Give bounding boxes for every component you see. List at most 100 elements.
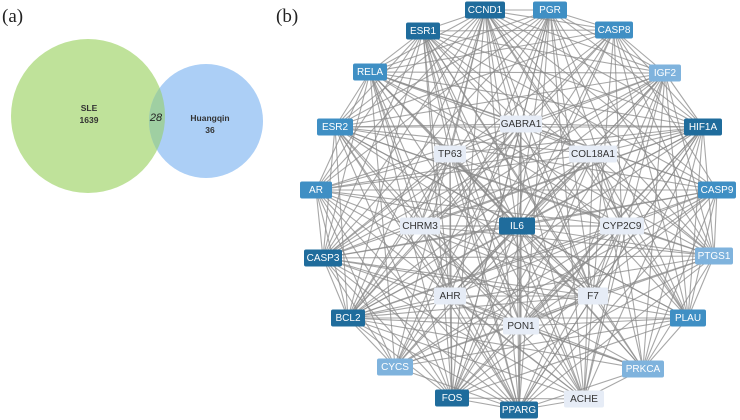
edge-ache-esr1 [422, 30, 585, 400]
node-box [503, 317, 539, 335]
node-label: PRKCA [626, 364, 661, 375]
node-box [578, 287, 608, 305]
edge-ccnd1-gabra1 [484, 9, 522, 125]
edge-igf2-tp63 [449, 72, 666, 155]
edge-ar-f7 [315, 189, 594, 297]
node-box [622, 360, 664, 378]
node-label: CYP2C9 [603, 221, 642, 232]
node-rela[interactable]: RELA [353, 63, 387, 81]
edge-ar-col18a1 [315, 153, 594, 191]
node-pparg[interactable]: PPARG [500, 401, 538, 419]
edge-esr2-chrm3 [334, 126, 421, 227]
node-igf2[interactable]: IGF2 [649, 64, 681, 82]
edge-pparg-ahr [449, 295, 520, 411]
node-box [595, 21, 633, 39]
node-pgr[interactable]: PGR [533, 1, 567, 19]
edge-cycs-rela [369, 71, 396, 368]
node-hif1a[interactable]: HIF1A [684, 118, 722, 136]
node-box [500, 115, 542, 133]
edge-esr1-pon1 [422, 30, 522, 327]
edge-esr2-rela [334, 71, 371, 128]
node-gabra1[interactable]: GABRA1 [500, 115, 542, 133]
node-label: AHR [439, 291, 460, 302]
edge-hif1a-prkca [642, 126, 704, 370]
edge-bcl2-col18a1 [347, 153, 594, 319]
edge-pgr-igf2 [549, 9, 666, 74]
edge-igf2-ptgs1 [664, 72, 715, 257]
edge-chrm3-tp63 [419, 153, 451, 227]
node-ccnd1[interactable]: CCND1 [465, 1, 505, 19]
node-fos[interactable]: FOS [435, 389, 469, 407]
node-casp3[interactable]: CASP3 [304, 249, 342, 267]
node-ar[interactable]: AR [300, 181, 332, 199]
node-box [465, 1, 505, 19]
node-label: PTGS1 [698, 251, 731, 262]
node-esr1[interactable]: ESR1 [406, 22, 440, 40]
node-chrm3[interactable]: CHRM3 [400, 217, 440, 235]
node-f7[interactable]: F7 [578, 287, 608, 305]
node-box [600, 217, 644, 235]
node-box [533, 1, 567, 19]
edge-casp9-pparg [518, 189, 718, 411]
edge-ache-il6 [516, 225, 585, 400]
edge-igf2-chrm3 [419, 72, 666, 227]
edge-esr1-tp63 [422, 30, 451, 155]
node-col18a1[interactable]: COL18A1 [569, 145, 617, 163]
edge-plau-cycs [394, 317, 689, 368]
node-box [317, 118, 353, 136]
node-casp9[interactable]: CASP9 [698, 181, 736, 199]
node-pon1[interactable]: PON1 [503, 317, 539, 335]
node-box [353, 63, 387, 81]
edge-plau-fos [451, 317, 689, 399]
edge-prkca-ahr [449, 295, 644, 370]
node-ahr[interactable]: AHR [434, 287, 466, 305]
venn-left-count: 1639 [80, 115, 99, 125]
edge-casp3-ahr [322, 257, 451, 297]
panel-b-label: (b) [276, 6, 299, 27]
node-box [435, 389, 469, 407]
node-ache[interactable]: ACHE [564, 390, 604, 408]
node-box [684, 118, 722, 136]
node-label: ESR2 [322, 122, 349, 133]
node-prkca[interactable]: PRKCA [622, 360, 664, 378]
edge-pgr-gabra1 [520, 9, 551, 125]
edge-ache-fos [451, 397, 585, 400]
node-bcl2[interactable]: BCL2 [331, 309, 365, 327]
edge-pparg-ar [315, 189, 520, 411]
edge-igf2-plau [664, 72, 689, 319]
node-label: IGF2 [654, 68, 677, 79]
edge-f7-il6 [516, 225, 594, 297]
edge-casp3-esr1 [322, 30, 424, 259]
node-label: CASP3 [307, 253, 340, 264]
edge-ptgs1-f7 [592, 255, 715, 297]
edge-prkca-col18a1 [592, 153, 644, 370]
venn-left-circle [11, 39, 165, 193]
edge-pon1-il6 [516, 225, 522, 327]
edge-col18a1-il6 [516, 153, 594, 227]
node-cyp2c9[interactable]: CYP2C9 [600, 217, 644, 235]
edge-hif1a-il6 [516, 126, 704, 227]
edge-igf2-col18a1 [592, 72, 666, 155]
node-box [695, 247, 733, 265]
node-label: IL6 [510, 221, 524, 232]
edge-casp9-cycs [394, 189, 718, 368]
node-box [300, 181, 332, 199]
edge-casp9-gabra1 [520, 123, 718, 191]
venn-right-name: Huangqin [190, 113, 229, 123]
node-plau[interactable]: PLAU [670, 309, 706, 327]
edge-casp8-plau [613, 29, 689, 319]
edge-igf2-pparg [518, 72, 666, 411]
node-il6[interactable]: IL6 [499, 217, 535, 235]
edge-hif1a-esr1 [422, 30, 704, 128]
edge-hif1a-gabra1 [520, 123, 704, 128]
node-ptgs1[interactable]: PTGS1 [695, 247, 733, 265]
edge-bcl2-chrm3 [347, 225, 421, 319]
node-box [406, 22, 440, 40]
node-tp63[interactable]: TP63 [434, 145, 466, 163]
node-cycs[interactable]: CYCS [377, 358, 413, 376]
edge-ar-gabra1 [315, 123, 522, 191]
node-box [434, 287, 466, 305]
edge-hif1a-f7 [592, 126, 704, 297]
node-casp8[interactable]: CASP8 [595, 21, 633, 39]
node-esr2[interactable]: ESR2 [317, 118, 353, 136]
